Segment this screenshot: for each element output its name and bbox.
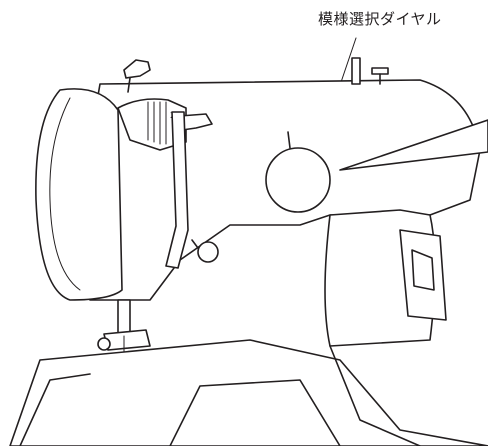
thread-guide-post	[127, 77, 131, 93]
face-plate-edge	[49, 97, 81, 291]
pattern-dial-marker	[287, 131, 291, 149]
spool-pin-right	[371, 67, 389, 75]
side-recess-detail	[411, 249, 435, 291]
thread-guide-rail	[165, 111, 189, 269]
presser-foot-screw	[97, 337, 111, 351]
side-recess	[399, 229, 447, 321]
accessory-cover	[169, 379, 341, 446]
tension-dial-ridges	[147, 101, 167, 145]
needle-bar	[117, 299, 131, 337]
face-plate	[35, 88, 123, 301]
callout-wedge	[339, 119, 488, 171]
bed-right-edge	[329, 345, 421, 446]
bed-front-edge	[19, 373, 91, 446]
pattern-selection-dial	[265, 147, 331, 213]
thread-guide-top	[123, 59, 151, 79]
pattern-dial-label: 模様選択ダイヤル	[318, 10, 442, 28]
presser-foot-holder	[103, 329, 151, 351]
spool-pin-left	[351, 57, 361, 85]
reverse-lever-stem	[191, 239, 199, 249]
reverse-lever-knob	[197, 241, 219, 263]
